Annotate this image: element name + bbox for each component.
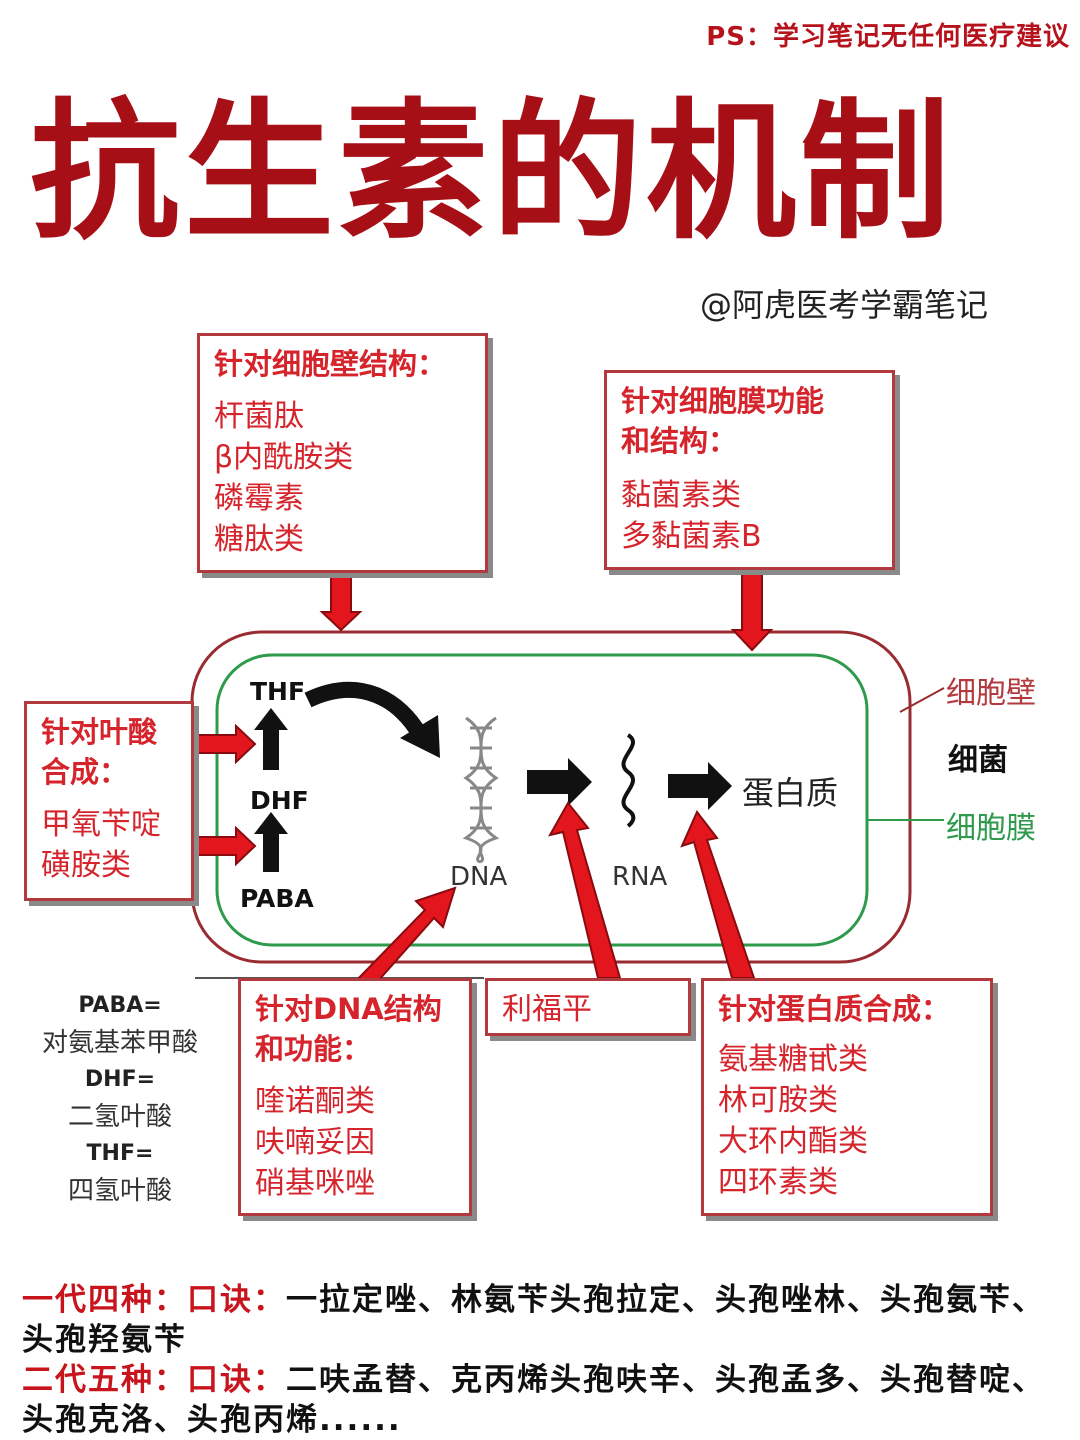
box-membrane-title-line1: 针对细胞膜功能 <box>621 384 825 418</box>
cell-wall-leader <box>899 687 945 713</box>
thf-to-dna-arrowhead <box>400 715 440 758</box>
box-folate-title-line1: 针对叶酸 <box>41 715 158 749</box>
box-folate-title-line2: 合成： <box>41 755 129 789</box>
mnemonic-gen1-text: 一拉定唑、林氨苄头孢拉定、头孢唑林、头孢氨苄、头孢羟氨苄 <box>22 1282 1045 1358</box>
protein-target-arrow <box>680 810 756 979</box>
legend-dhf-value: 二氢叶酸 <box>67 1102 172 1132</box>
disclaimer: PS：学习笔记无任何医疗建议 <box>706 22 1070 52</box>
drug-item: 磺胺类 <box>41 848 131 883</box>
drug-item: 四环素类 <box>718 1165 838 1200</box>
rifampin-arrow <box>548 801 622 979</box>
folate-arrow-upper <box>195 723 257 765</box>
drug-item: 大环内酯类 <box>718 1124 868 1159</box>
membrane-arrow <box>730 571 774 652</box>
drug-item: β内酰胺类 <box>214 440 354 475</box>
mnemonic-gen2: 二代五种：口诀：二呋孟替、克丙烯头孢呋辛、头孢孟多、头孢替啶、头孢克洛、头孢丙烯… <box>22 1360 1072 1440</box>
mnemonic-gen1-label: 一代四种：口诀： <box>22 1282 286 1318</box>
box-protein-title: 针对蛋白质合成： <box>718 992 951 1026</box>
cell-membrane-outline <box>215 653 869 947</box>
box-cell-wall-title: 针对细胞壁结构： <box>214 347 447 381</box>
legend-thf-value: 四氢叶酸 <box>67 1176 172 1206</box>
drug-item: 杆菌肽 <box>214 399 304 434</box>
legend-thf-key: THF= <box>86 1141 154 1166</box>
box-protein-targets: 针对蛋白质合成： 氨基糖甙类 林可胺类 大环内酯类 四环素类 <box>701 978 993 1216</box>
dna-label: DNA <box>450 862 508 892</box>
protein-label: 蛋白质 <box>742 774 839 812</box>
rna-strand-icon <box>621 733 636 828</box>
drug-item: 硝基咪唑 <box>255 1166 375 1201</box>
author-handle: @阿虎医考学霸笔记 <box>700 286 989 324</box>
cell-wall-arrow <box>319 574 363 632</box>
thf-label: THF <box>250 677 306 706</box>
drug-item: 喹诺酮类 <box>255 1084 375 1119</box>
drug-item: 呋喃妥因 <box>255 1125 375 1160</box>
legend-paba-key: PABA= <box>78 993 162 1018</box>
box-membrane-title-line2: 和结构： <box>621 424 738 458</box>
drug-item: 氨基糖甙类 <box>718 1042 868 1077</box>
dna-target-arrow <box>350 886 457 992</box>
folate-arrow-lower <box>195 825 257 867</box>
mnemonic-gen2-label: 二代五种：口诀： <box>22 1362 286 1398</box>
mnemonic-gen2-text: 二呋孟替、克丙烯头孢呋辛、头孢孟多、头孢替啶、头孢克洛、头孢丙烯...... <box>22 1362 1045 1438</box>
dna-helix-icon <box>462 716 500 864</box>
box-dna-title-line2: 和功能： <box>255 1032 372 1066</box>
box-cell-wall-targets: 针对细胞壁结构： 杆菌肽 β内酰胺类 磷霉素 糖肽类 <box>197 333 488 573</box>
legend-paba-value: 对氨基苯甲酸 <box>41 1028 198 1058</box>
box-dna-title-line1: 针对DNA结构 <box>255 992 442 1026</box>
drug-item: 多黏菌素B <box>621 519 762 554</box>
paba-label: PABA <box>240 884 314 913</box>
rna-label: RNA <box>612 862 668 892</box>
cell-wall-label: 细胞壁 <box>946 676 1036 711</box>
dhf-label: DHF <box>250 786 309 815</box>
drug-item: 磷霉素 <box>214 481 304 516</box>
thf-to-dna-curve <box>304 681 427 740</box>
legend-dhf-key: DHF= <box>84 1067 156 1092</box>
dna-to-rna-arrow <box>527 758 592 806</box>
box-folate-targets: 针对叶酸 合成： 甲氧苄啶 磺胺类 <box>24 701 194 901</box>
mnemonic-gen1: 一代四种：口诀：一拉定唑、林氨苄头孢拉定、头孢唑林、头孢氨苄、头孢羟氨苄 <box>22 1280 1072 1360</box>
drug-item: 林可胺类 <box>718 1083 838 1118</box>
page-title: 抗生素的机制 <box>30 86 955 260</box>
box-rifampin: 利福平 <box>485 978 691 1036</box>
drug-item: 利福平 <box>502 992 592 1027</box>
box-dna-targets: 针对DNA结构 和功能： 喹诺酮类 呋喃妥因 硝基咪唑 <box>238 978 472 1216</box>
box-membrane-targets: 针对细胞膜功能 和结构： 黏菌素类 多黏菌素B <box>604 370 895 570</box>
paba-to-dhf-arrow <box>254 812 288 872</box>
drug-item: 黏菌素类 <box>621 478 741 513</box>
drug-item: 糖肽类 <box>214 522 304 557</box>
rna-to-protein-arrow <box>668 762 732 810</box>
cell-membrane-label: 细胞膜 <box>946 811 1036 846</box>
drug-item: 甲氧苄啶 <box>41 807 161 842</box>
dhf-to-thf-arrow <box>254 708 288 770</box>
abbreviation-legend: PABA= 对氨基苯甲酸 DHF= 二氢叶酸 THF= 四氢叶酸 <box>20 988 220 1210</box>
bacteria-label: 细菌 <box>948 743 1008 778</box>
